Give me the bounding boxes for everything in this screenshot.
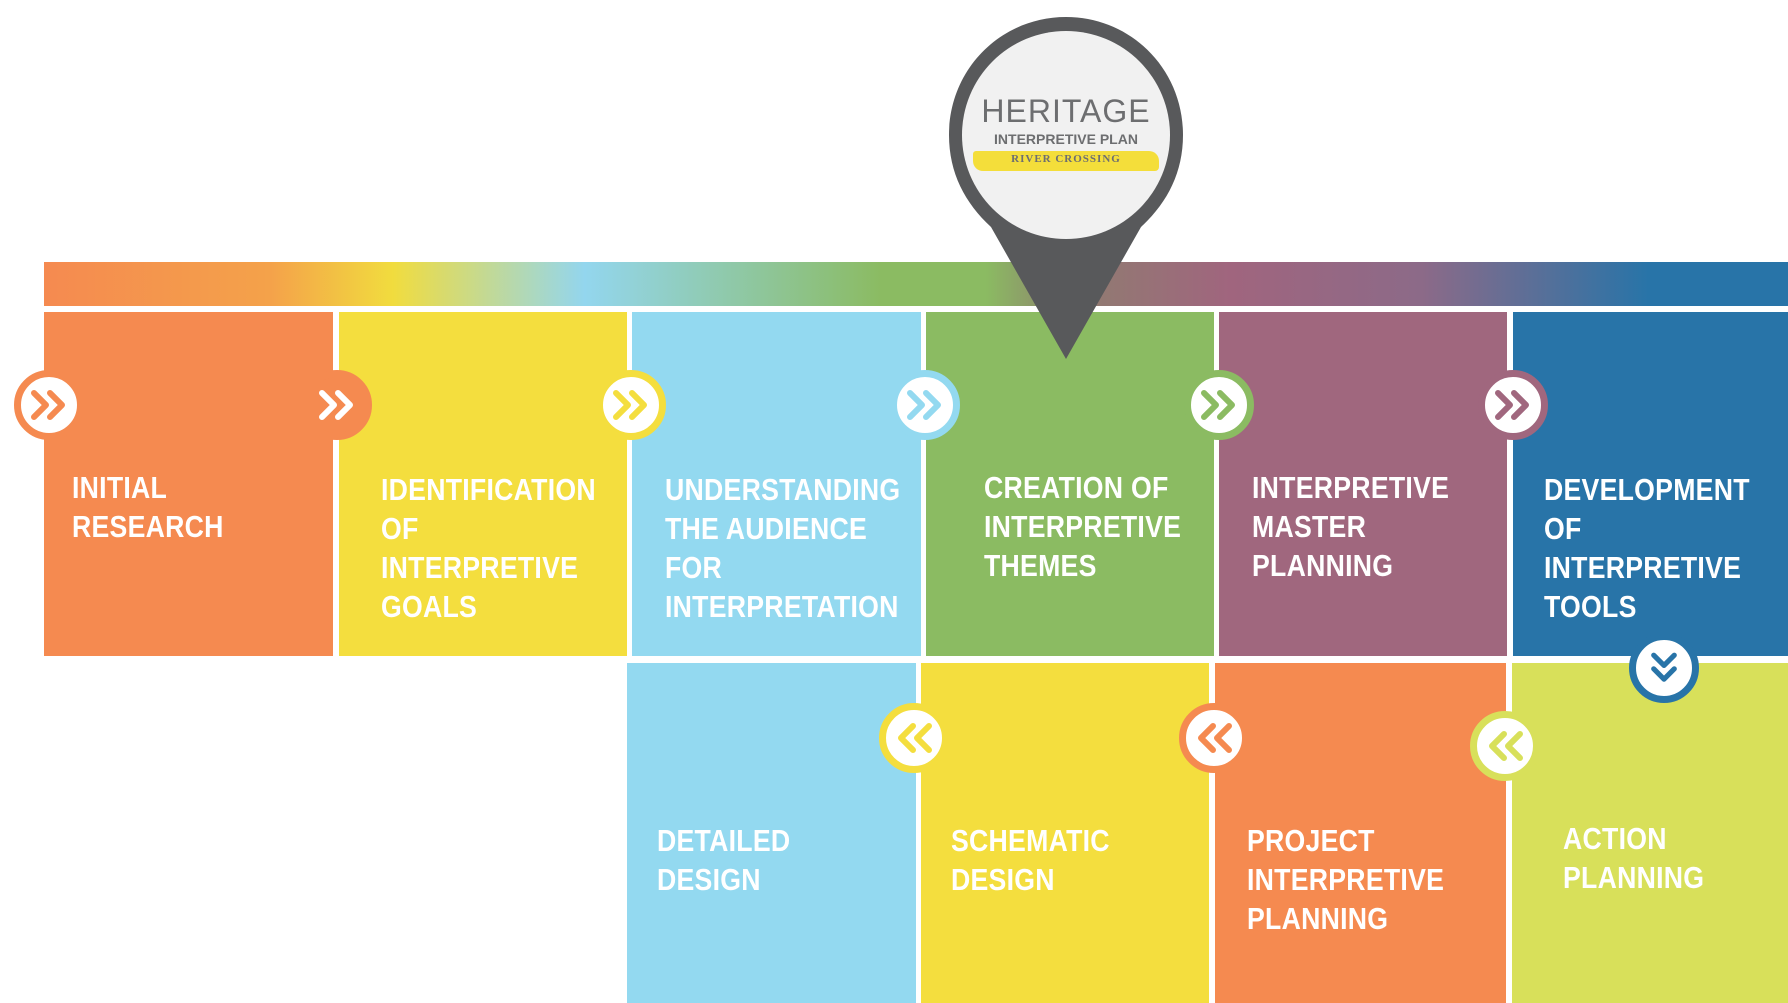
step-label: DETAILED DESIGN [657,823,791,897]
map-pin-icon [949,17,1183,359]
double-chevron-left-icon [1470,711,1540,781]
badge-ribbon [973,151,1159,171]
double-chevron-left-icon [1179,703,1249,773]
badge-title: HERITAGE [981,93,1151,129]
step-project-planning: PROJECT INTERPRETIVE PLANNING [1215,663,1506,1003]
step-detailed-design: DETAILED DESIGN [627,663,916,1003]
step-creation-themes: CREATION OF INTERPRETIVE THEMES [926,312,1214,656]
badge-subtitle: INTERPRETIVE PLAN [994,131,1138,147]
double-chevron-right-icon [596,370,666,440]
step-label: IDENTIFICATION OF INTERPRETIVE GOALS [381,472,596,624]
step-label: INTERPRETIVE MASTER PLANNING [1252,470,1450,583]
progress-gradient-bar [44,262,1788,306]
step-initial-research: INITIAL RESEARCH [44,312,333,656]
step-master-planning: INTERPRETIVE MASTER PLANNING [1219,312,1507,656]
double-chevron-left-icon [879,703,949,773]
step-development-tools: DEVELOPMENT OF INTERPRETIVE TOOLS [1513,312,1788,656]
double-chevron-right-icon [1184,370,1254,440]
step-label: CREATION OF INTERPRETIVE THEMES [984,470,1182,583]
step-label: SCHEMATIC DESIGN [951,823,1110,897]
step-action-planning: ACTION PLANNING [1512,663,1788,1003]
step-label: DEVELOPMENT OF INTERPRETIVE TOOLS [1544,472,1750,624]
double-chevron-right-icon [890,370,960,440]
double-chevron-right-icon [1478,370,1548,440]
step-label: ACTION PLANNING [1563,821,1705,895]
step-understanding-audience: UNDERSTANDING THE AUDIENCE FOR INTERPRET… [632,312,921,656]
double-chevron-right-icon [14,370,84,440]
step-schematic-design: SCHEMATIC DESIGN [921,663,1209,1003]
double-chevron-right-icon [302,370,372,440]
step-identification-goals: IDENTIFICATION OF INTERPRETIVE GOALS [339,312,627,656]
step-label: PROJECT INTERPRETIVE PLANNING [1247,823,1445,936]
step-label: UNDERSTANDING THE AUDIENCE FOR INTERPRET… [665,472,901,624]
double-chevron-down-icon [1629,633,1699,703]
badge-ribbon-text: RIVER CROSSING [1011,153,1121,165]
heritage-plan-pin: HERITAGE INTERPRETIVE PLAN RIVER CROSSIN… [943,13,1189,363]
step-label: INITIAL RESEARCH [72,470,224,544]
